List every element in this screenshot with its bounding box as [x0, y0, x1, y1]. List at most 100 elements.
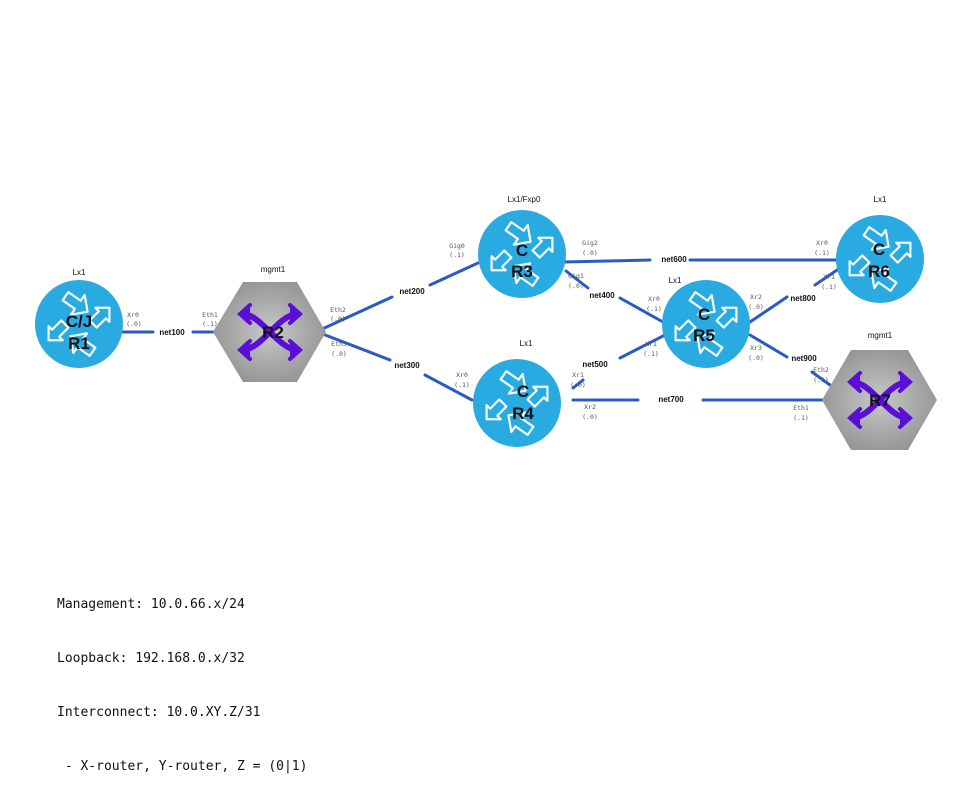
- link-r3-r5: [564, 269, 590, 290]
- node-r3-platform: Lx1/Fxp0: [508, 195, 541, 204]
- legend-management: Management: 10.0.66.x/24: [57, 597, 245, 612]
- iface-r7-eth2-name: Eth2: [813, 366, 829, 374]
- iface-r1-xr0-addr: (.0): [126, 320, 142, 328]
- iface-r1-xr0-name: Xr0: [127, 311, 139, 319]
- iface-r3-gig1-name: Gig1: [568, 272, 584, 280]
- link-r5-r6: [748, 295, 789, 324]
- net-label-net800: net800: [790, 294, 816, 303]
- iface-r4-xr2-addr: (.0): [582, 413, 598, 421]
- node-r2[interactable]: R2 mgmt1: [213, 265, 326, 382]
- net-label-net400: net400: [589, 291, 615, 300]
- router-icon: [836, 215, 924, 303]
- link-r2-r4: [318, 331, 392, 362]
- iface-r2-eth2-name: Eth2: [330, 306, 346, 314]
- network-labels: net100 net200 net300 net400 net500 net60…: [159, 255, 817, 404]
- link-r4-r5-b: [618, 333, 667, 360]
- node-r2-label: R2: [262, 323, 284, 342]
- link-r5-r6-b: [813, 266, 842, 287]
- iface-r6-xr1-addr: (.1): [821, 283, 837, 291]
- node-r4[interactable]: C R4 Lx1: [473, 339, 561, 447]
- iface-r3-gig1-addr: (.0): [568, 282, 584, 290]
- node-r6[interactable]: C R6 Lx1: [836, 195, 924, 303]
- node-r1-label-bottom: R1: [68, 334, 90, 353]
- iface-r4-xr1-name: Xr1: [572, 371, 584, 379]
- iface-r6-xr0-name: Xr0: [816, 239, 828, 247]
- node-r4-label-bottom: R4: [512, 404, 534, 423]
- iface-r3-gig0-name: Gig0: [449, 242, 465, 250]
- node-r3[interactable]: C R3 Lx1/Fxp0: [478, 195, 566, 298]
- switch-arrows: [237, 303, 303, 361]
- router-icon: [473, 359, 561, 447]
- link-r2-r3: [318, 295, 394, 332]
- link-r5-r7-b: [810, 370, 832, 387]
- net-label-net600: net600: [661, 255, 687, 264]
- link-r3-r5-b: [618, 296, 665, 324]
- node-r5-label-bottom: R5: [693, 326, 715, 345]
- iface-r7-eth1-addr: (.1): [793, 414, 809, 422]
- addressing-legend: Management: 10.0.66.x/24 Loopback: 192.1…: [57, 560, 307, 794]
- node-r6-label-bottom: R6: [868, 262, 890, 281]
- iface-r5-xr0-name: Xr0: [648, 295, 660, 303]
- iface-r5-xr2-name: Xr2: [750, 293, 762, 301]
- iface-r2-eth2-addr: (.0): [330, 315, 346, 323]
- link-r3-r6: [561, 258, 652, 264]
- net-label-net300: net300: [394, 361, 420, 370]
- legend-interconnect: Interconnect: 10.0.XY.Z/31: [57, 705, 261, 720]
- iface-r3-gig0-addr: (.1): [449, 251, 465, 259]
- router-icon: [35, 280, 123, 368]
- interface-labels: Xr0 (.0) Eth1 (.1) Eth2 (.0) Eth3 (.0) G…: [126, 239, 837, 422]
- net-label-net700: net700: [658, 395, 684, 404]
- iface-r5-xr1-name: Xr1: [645, 340, 657, 348]
- node-r1-label-top: C/J: [66, 312, 92, 331]
- node-r3-label-top: C: [516, 241, 528, 260]
- node-r7-platform: mgmt1: [868, 331, 893, 340]
- router-icon: [662, 280, 750, 368]
- node-r5-label-top: C: [698, 305, 710, 324]
- legend-loopback: Loopback: 192.168.0.x/32: [57, 651, 245, 666]
- iface-r4-xr0-addr: (.1): [454, 381, 470, 389]
- link-r4-r5: [571, 378, 585, 390]
- node-r4-label-top: C: [517, 382, 529, 401]
- links: [121, 258, 842, 402]
- node-r1[interactable]: C/J R1 Lx1: [35, 268, 123, 368]
- iface-r4-xr2-name: Xr2: [584, 403, 596, 411]
- node-r1-platform: Lx1: [73, 268, 86, 277]
- iface-r5-xr3-name: Xr3: [750, 344, 762, 352]
- net-label-net500: net500: [582, 360, 608, 369]
- router-icon: [478, 210, 566, 298]
- iface-r4-xr0-name: Xr0: [456, 371, 468, 379]
- network-topology-diagram: C/J R1 Lx1 R2 mgmt1 C R3 Lx1/Fxp0 C R4 L…: [35, 195, 937, 450]
- switch-arrows: [847, 371, 913, 429]
- link-r2-r3-b: [428, 261, 480, 287]
- node-r2-platform: mgmt1: [261, 265, 286, 274]
- iface-r7-eth1-name: Eth1: [793, 404, 809, 412]
- iface-r4-xr1-addr: (.0): [570, 381, 586, 389]
- iface-r2-eth1-name: Eth1: [202, 311, 218, 319]
- node-r6-platform: Lx1: [874, 195, 887, 204]
- net-label-net100: net100: [159, 328, 185, 337]
- iface-r5-xr3-addr: (.0): [748, 354, 764, 362]
- node-r7[interactable]: R7 mgmt1: [822, 331, 937, 450]
- node-r4-platform: Lx1: [520, 339, 533, 348]
- node-r5-platform: Lx1: [669, 276, 682, 285]
- node-r6-label-top: C: [873, 240, 885, 259]
- iface-r6-xr0-addr: (.1): [814, 249, 830, 257]
- legend-note: - X-router, Y-router, Z = (0|1): [57, 759, 308, 774]
- iface-r2-eth1-addr: (.1): [202, 320, 218, 328]
- link-r2-r4-b: [423, 373, 474, 402]
- iface-r2-eth3-addr: (.0): [331, 350, 347, 358]
- iface-r5-xr2-addr: (.0): [748, 303, 764, 311]
- iface-r5-xr1-addr: (.1): [643, 350, 659, 358]
- node-r5[interactable]: C R5 Lx1: [662, 276, 750, 368]
- iface-r3-gig2-name: Gig2: [582, 239, 598, 247]
- iface-r5-xr0-addr: (.1): [646, 305, 662, 313]
- link-r5-r7: [748, 333, 789, 359]
- node-r3-label-bottom: R3: [511, 262, 533, 281]
- iface-r7-eth2-addr: (.1): [813, 376, 829, 384]
- node-r7-label: R7: [869, 391, 891, 410]
- iface-r3-gig2-addr: (.0): [582, 249, 598, 257]
- iface-r2-eth3-name: Eth3: [331, 340, 347, 348]
- net-label-net900: net900: [791, 354, 817, 363]
- iface-r6-xr1-name: Xr1: [823, 273, 835, 281]
- net-label-net200: net200: [399, 287, 425, 296]
